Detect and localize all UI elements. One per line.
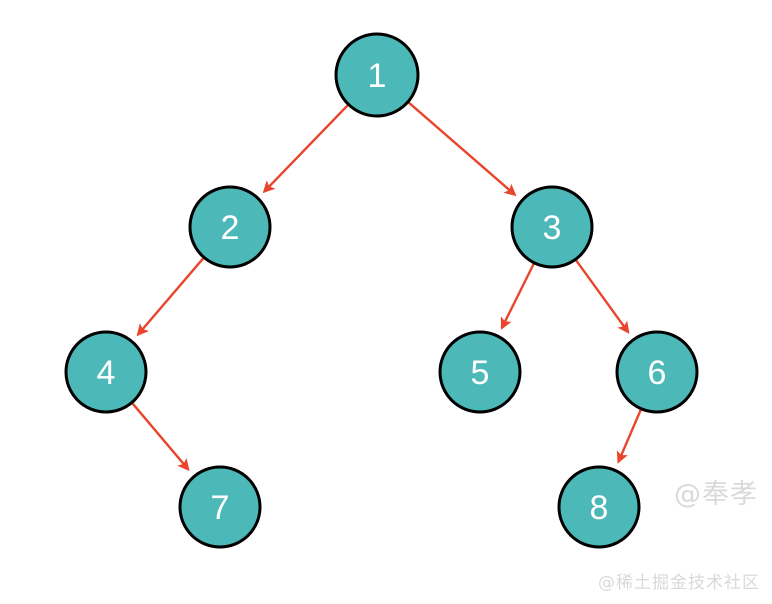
tree-node-2[interactable]: 2 — [188, 185, 272, 269]
node-circle-2[interactable] — [188, 185, 272, 269]
tree-edge-6-to-8 — [616, 409, 642, 464]
node-label-3: 3 — [543, 209, 562, 247]
node-circle-7[interactable] — [178, 465, 262, 549]
tree-node-1[interactable]: 1 — [334, 32, 420, 118]
node-circle-3[interactable] — [510, 185, 594, 269]
node-label-4: 4 — [97, 354, 116, 392]
tree-node-6[interactable]: 6 — [615, 330, 699, 414]
node-circle-1[interactable] — [334, 32, 420, 118]
tree-node-7[interactable]: 7 — [178, 465, 262, 549]
tree-edge-1-to-2 — [262, 104, 349, 194]
node-circle-5[interactable] — [438, 330, 522, 414]
tree-edge-3-to-6 — [575, 259, 630, 334]
node-label-7: 7 — [211, 489, 230, 527]
tree-node-4[interactable]: 4 — [64, 330, 148, 414]
tree-edge-3-to-5 — [500, 263, 535, 330]
node-label-8: 8 — [590, 489, 609, 527]
node-circle-4[interactable] — [64, 330, 148, 414]
tree-edge-2-to-4 — [136, 257, 205, 337]
node-layer: 1 2 3 4 5 6 7 8 — [64, 32, 699, 549]
edge-layer — [131, 101, 642, 472]
watermark-author: @奉孝 — [674, 479, 758, 510]
node-circle-6[interactable] — [615, 330, 699, 414]
tree-node-8[interactable]: 8 — [557, 465, 641, 549]
node-circle-8[interactable] — [557, 465, 641, 549]
watermark-community: @稀土掘金技术社区 — [598, 573, 760, 593]
tree-node-3[interactable]: 3 — [510, 185, 594, 269]
node-label-1: 1 — [368, 57, 387, 95]
tree-edge-4-to-7 — [131, 402, 190, 472]
tree-edge-1-to-3 — [407, 101, 517, 197]
node-label-2: 2 — [221, 209, 240, 247]
tree-node-5[interactable]: 5 — [438, 330, 522, 414]
node-label-6: 6 — [648, 354, 667, 392]
node-label-5: 5 — [471, 354, 490, 392]
